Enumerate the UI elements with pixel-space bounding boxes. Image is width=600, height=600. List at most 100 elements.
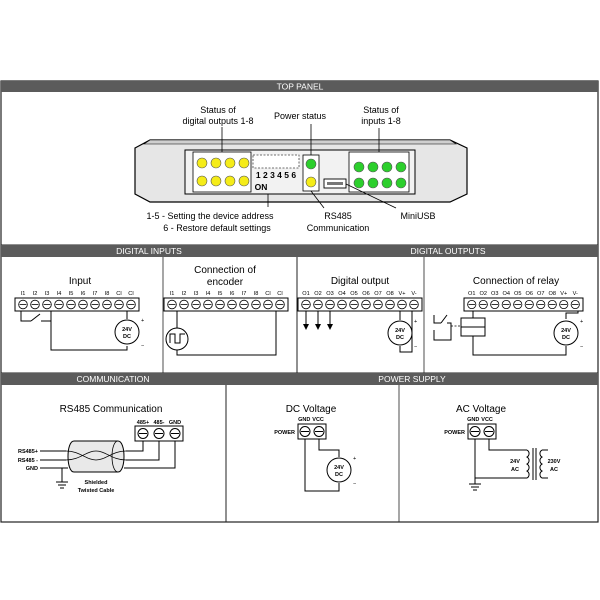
header-power-supply-label: POWER SUPPLY xyxy=(378,374,446,384)
source-minus-sign: − xyxy=(414,344,417,350)
input-terminal-label-ci: CI xyxy=(128,291,134,297)
primary-voltage-label: 230V xyxy=(548,459,561,465)
led-output-8 xyxy=(238,175,250,187)
communication-panel: RS485 Communication 485+ 485- GND xyxy=(18,404,184,494)
input-terminal-label-i8: I8 xyxy=(105,291,110,297)
primary-type-label: AC xyxy=(550,467,558,473)
device-housing xyxy=(134,139,468,203)
source-circle xyxy=(553,320,579,346)
output-terminal-label-o4: O4 xyxy=(338,291,345,297)
source-type-label: DC xyxy=(335,472,343,478)
secondary-voltage-label: 24V xyxy=(510,459,520,465)
source-type-label: DC xyxy=(123,334,131,340)
relay-terminal-label-v: V- xyxy=(573,291,578,297)
led-input-8 xyxy=(395,177,407,189)
ac-terminal-block xyxy=(467,423,497,440)
rs485-communication-label: Communication xyxy=(307,223,370,233)
led-input-3 xyxy=(381,161,393,173)
source-circle xyxy=(326,457,352,483)
source-voltage-label: 24V xyxy=(334,465,344,471)
led-output-5 xyxy=(196,175,208,187)
output-terminal-label-o7: O7 xyxy=(374,291,381,297)
header-digital-inputs-label: DIGITAL INPUTS xyxy=(116,246,182,256)
header-communication: COMMUNICATION xyxy=(1,373,226,385)
source-voltage-label: 24V xyxy=(561,328,571,334)
encoder-terminal-label-i1: I1 xyxy=(170,291,175,297)
output-terminal-label-v: V- xyxy=(411,291,416,297)
comm-terminal-485plus: 485+ xyxy=(137,420,149,426)
led-green-group xyxy=(348,151,410,193)
led-yellow-group xyxy=(192,151,252,193)
led-power xyxy=(305,158,317,170)
input-terminal-label-i7: I7 xyxy=(93,291,98,297)
dip-switch-numbers: 1 2 3 4 5 6 xyxy=(256,170,296,180)
address-note-1: 1-5 - Setting the device address xyxy=(146,211,274,221)
address-note-2: 6 - Restore default settings xyxy=(163,223,271,233)
led-input-5 xyxy=(353,177,365,189)
relay-terminal-label-v: V+ xyxy=(560,291,567,297)
miniusb-port xyxy=(323,178,347,189)
input-title: Input xyxy=(69,276,91,287)
ac-power-label: POWER xyxy=(444,430,465,436)
dip-switch-on-label: ON xyxy=(255,182,268,192)
output-terminal-label-o2: O2 xyxy=(314,291,321,297)
header-digital-inputs: DIGITAL INPUTS xyxy=(1,245,297,257)
relay-circuit xyxy=(433,311,579,356)
encoder-terminal-label-i8: I8 xyxy=(254,291,259,297)
encoder-circuit xyxy=(165,311,277,356)
source-voltage-label: 24V xyxy=(122,327,132,333)
comm-terminal-485minus: 485- xyxy=(153,420,164,426)
led-output-6 xyxy=(210,175,222,187)
comm-terminal-gnd: GND xyxy=(169,420,181,426)
header-digital-outputs-label: DIGITAL OUTPUTS xyxy=(410,246,485,256)
encoder-terminal-label-ci: CI xyxy=(277,291,283,297)
secondary-type-label: AC xyxy=(511,467,519,473)
relay-terminal-label-o8: O8 xyxy=(549,291,556,297)
wire-rs485-minus: RS485 - xyxy=(18,458,38,464)
ac-wires xyxy=(469,439,527,491)
wire-rs485-plus: RS485+ xyxy=(18,449,38,455)
top-panel: Status of digital outputs 1-8 Power stat… xyxy=(134,105,468,233)
rs485-comm-title: RS485 Communication xyxy=(60,404,163,415)
status-outputs-label-2: digital outputs 1-8 xyxy=(182,116,253,126)
relay-title: Connection of relay xyxy=(473,276,559,287)
comm-wires xyxy=(40,441,176,489)
encoder-terminal-label-i4: I4 xyxy=(206,291,211,297)
relay-terminal-label-o3: O3 xyxy=(491,291,498,297)
encoder-terminal-label-i6: I6 xyxy=(230,291,235,297)
power-status-label: Power status xyxy=(274,111,327,121)
source-minus-sign: − xyxy=(141,343,144,349)
output-terminal-label-o5: O5 xyxy=(350,291,357,297)
source-voltage-label: 24V xyxy=(395,328,405,334)
encoder-terminal-label-i7: I7 xyxy=(242,291,247,297)
led-rs485 xyxy=(305,176,317,188)
source-minus-sign: − xyxy=(353,481,356,487)
relay-terminal-label-o7: O7 xyxy=(537,291,544,297)
ac-vcc-label: VCC xyxy=(481,417,493,423)
cable-label-1: Shielded xyxy=(85,480,108,486)
transformer xyxy=(525,448,548,480)
output-terminal-label-o1: O1 xyxy=(302,291,309,297)
status-inputs-label-2: inputs 1-8 xyxy=(361,116,401,126)
input-terminal-label-i2: I2 xyxy=(33,291,38,297)
dc-power-label: POWER xyxy=(274,430,295,436)
output-terminal-label-v: V+ xyxy=(399,291,406,297)
source-plus-sign: + xyxy=(580,319,583,325)
led-input-4 xyxy=(395,161,407,173)
encoder-terminal-label-i3: I3 xyxy=(194,291,199,297)
wire-gnd: GND xyxy=(26,466,38,472)
source-circle xyxy=(114,319,140,345)
